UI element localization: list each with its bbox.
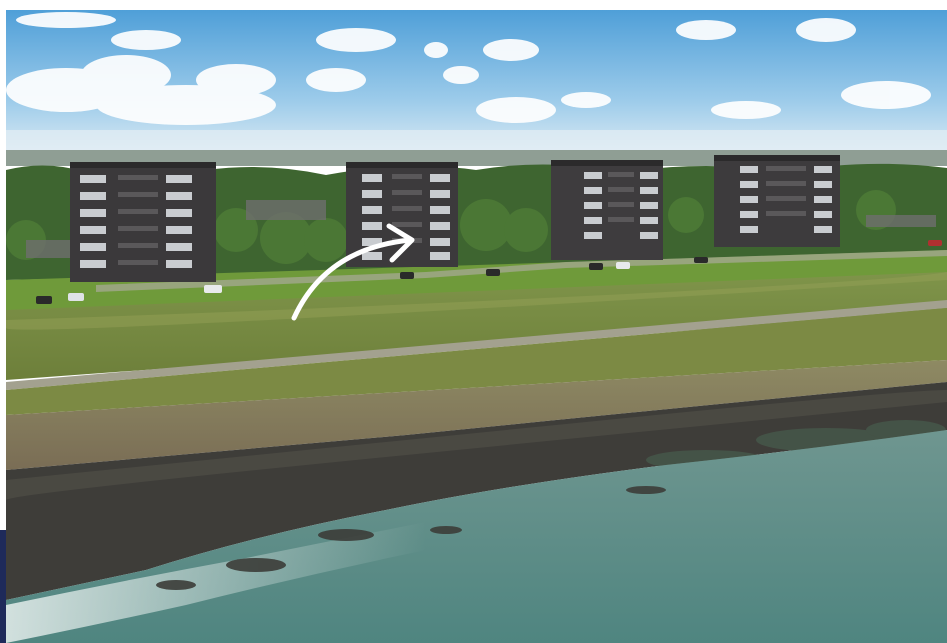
curved-arrow-icon (291, 223, 415, 321)
dike-grass (6, 272, 947, 380)
aerial-photo (6, 10, 947, 643)
parked-cars (36, 240, 942, 304)
apartment-building-4 (714, 155, 840, 247)
dike-path (6, 300, 947, 390)
photo-scene (6, 10, 947, 643)
clouds (6, 12, 931, 125)
rock-revetment (6, 382, 947, 600)
left-edge-strip (0, 530, 6, 643)
lower-grass (6, 308, 947, 415)
water-shine (6, 522, 426, 643)
apartment-building-1 (70, 162, 216, 282)
dike-slope (6, 360, 947, 470)
apartment-building-3 (551, 160, 663, 260)
horizon-land (6, 150, 947, 166)
